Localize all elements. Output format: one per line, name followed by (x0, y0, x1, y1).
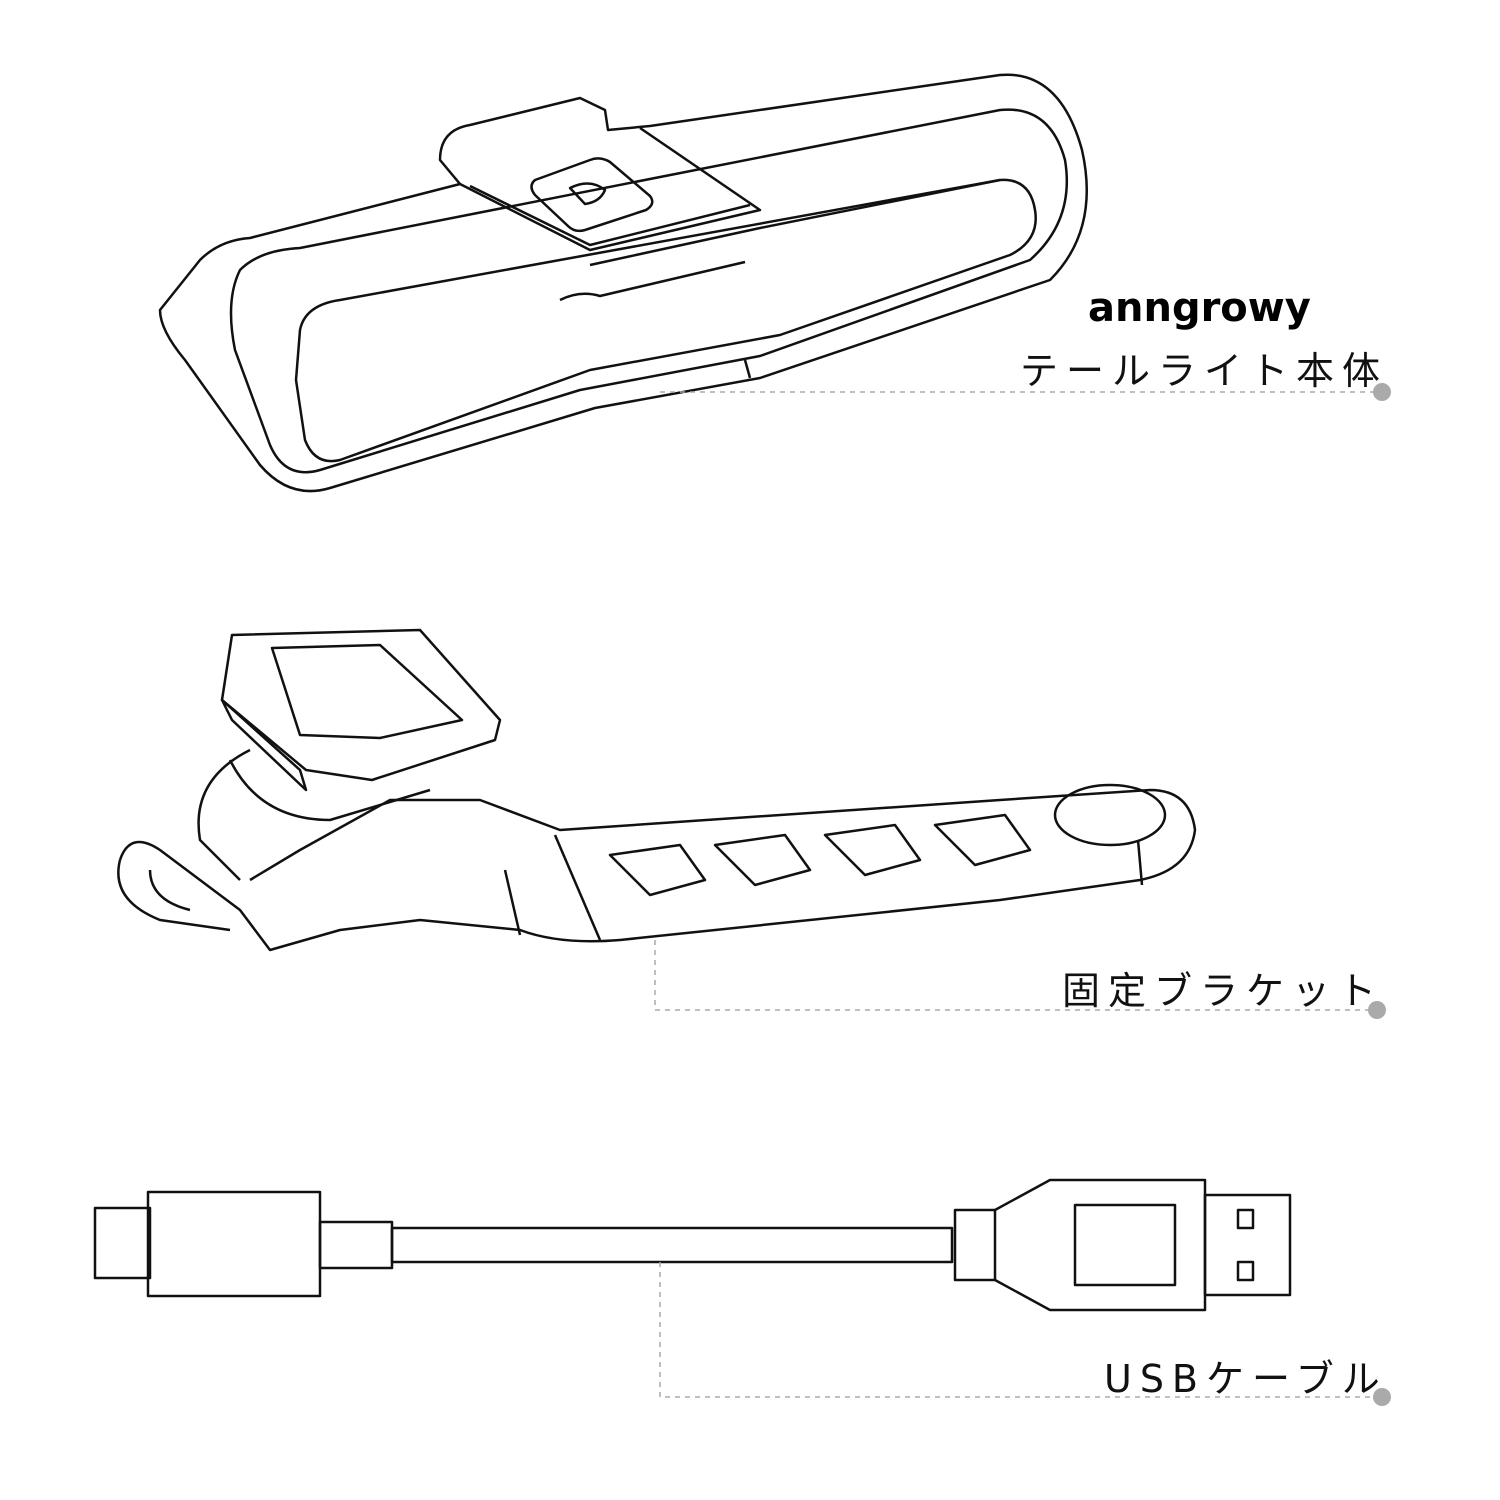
label-tail-light-body: テールライト本体 (1020, 349, 1389, 393)
bracket-drawing (117, 628, 1197, 952)
usb-cable-drawing (93, 1178, 1292, 1312)
label-usb-cable: USBケーブル (1104, 1357, 1388, 1401)
label-bracket: 固定ブラケット (1062, 969, 1385, 1013)
leader-line-bracket (654, 940, 1375, 1011)
leader-line-cable (659, 1262, 1380, 1398)
leader-dot-cable (1373, 1388, 1391, 1406)
bracket-slots (608, 813, 1032, 897)
brand-logo: anngrowy (1088, 285, 1311, 331)
tail-light-body-drawing (158, 73, 1088, 493)
leader-dot-body (1373, 383, 1391, 401)
leader-dot-bracket (1368, 1001, 1386, 1019)
